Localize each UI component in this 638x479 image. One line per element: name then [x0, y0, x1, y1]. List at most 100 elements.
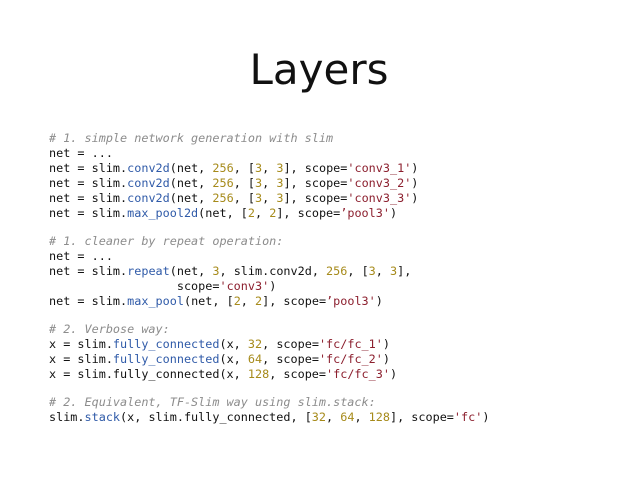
code-text: , scope= [269, 367, 327, 381]
code-text: ], scope= [283, 191, 348, 205]
code-string: 'conv3_1' [347, 161, 412, 175]
code-line: slim.stack(x, slim.fully_connected, [32,… [49, 410, 629, 425]
code-text: (x, [219, 337, 248, 351]
code-text: ], scope= [276, 206, 341, 220]
code-number: 256 [212, 176, 234, 190]
code-text: ], scope= [283, 161, 348, 175]
code-text: ) [389, 206, 398, 220]
code-number: 3 [212, 264, 220, 278]
code-number: 3 [276, 191, 284, 205]
code-string: 'conv3_2' [347, 176, 412, 190]
code-text: , [262, 191, 277, 205]
code-text: ) [382, 352, 390, 366]
code-line: net = slim.conv2d(net, 256, [3, 3], scop… [49, 191, 629, 206]
code-function: fully_connected [112, 337, 220, 351]
code-comment: # 2. Equivalent, TF-Slim way using slim.… [49, 395, 376, 409]
code-text: x = slim.fully_connected(x, [49, 367, 248, 381]
code-number: 256 [212, 191, 234, 205]
code-text: ) [411, 176, 419, 190]
code-block: # 1. simple network generation with slim… [49, 131, 629, 425]
code-blank-line [49, 382, 629, 395]
code-text: ) [389, 367, 398, 381]
code-text: (net, [169, 191, 213, 205]
code-text: , [ [233, 191, 256, 205]
code-text: , scope= [262, 337, 319, 351]
code-line: # 2. Equivalent, TF-Slim way using slim.… [49, 395, 629, 410]
code-comment: # 1. simple network generation with slim [49, 131, 334, 145]
code-number: 3 [276, 161, 284, 175]
code-line: # 2. Verbose way: [49, 322, 629, 337]
code-text: ], scope= [283, 176, 348, 190]
code-line: net = slim.conv2d(net, 256, [3, 3], scop… [49, 161, 629, 176]
code-function: fully_connected [112, 352, 220, 366]
code-function: repeat [127, 264, 170, 278]
code-line: x = slim.fully_connected(x, 32, scope='f… [49, 337, 629, 352]
code-text: net = slim. [49, 264, 128, 278]
code-line: net = slim.max_pool2d(net, [2, 2], scope… [49, 206, 629, 221]
code-line: net = slim.conv2d(net, 256, [3, 3], scop… [49, 176, 629, 191]
code-number: 64 [340, 410, 355, 424]
code-text: slim. [49, 410, 85, 424]
code-text: ) [411, 191, 419, 205]
code-function: conv2d [127, 191, 170, 205]
code-line: x = slim.fully_connected(x, 128, scope='… [49, 367, 629, 382]
code-function: max_pool [127, 294, 184, 308]
code-text: ], [397, 264, 412, 278]
code-number: 3 [276, 176, 284, 190]
code-string: ’pool3' [326, 294, 376, 308]
code-text: , [ [347, 264, 369, 278]
code-number: 32 [247, 337, 263, 351]
code-number: 3 [390, 264, 398, 278]
code-text: net = slim. [49, 206, 128, 220]
code-function: conv2d [127, 176, 170, 190]
code-line: # 1. cleaner by repeat operation: [49, 234, 629, 249]
code-line: x = slim.fully_connected(x, 64, scope='f… [49, 352, 629, 367]
code-number: 64 [247, 352, 263, 366]
code-number: 3 [255, 191, 263, 205]
code-number: 2 [255, 294, 263, 308]
code-line: net = slim.max_pool(net, [2, 2], scope=’… [49, 294, 629, 309]
code-line: scope='conv3') [49, 279, 629, 294]
code-text: ) [382, 337, 390, 351]
code-line: # 1. simple network generation with slim [49, 131, 629, 146]
code-text: ) [482, 410, 490, 424]
code-number: 3 [255, 161, 263, 175]
code-text: , [326, 410, 341, 424]
code-number: 128 [368, 410, 390, 424]
code-text: , [262, 161, 277, 175]
code-text: , [262, 176, 277, 190]
code-text: (net, [169, 176, 213, 190]
code-text: net = slim. [49, 191, 128, 205]
code-number: 256 [326, 264, 348, 278]
code-text: , scope= [262, 352, 319, 366]
code-number: 3 [368, 264, 376, 278]
slide-title: Layers [249, 45, 389, 94]
code-text: net = slim. [49, 161, 128, 175]
code-text: , [ [233, 176, 256, 190]
code-text: , [375, 264, 390, 278]
code-number: 2 [269, 206, 277, 220]
code-string: 'conv3' [219, 279, 270, 293]
code-text: ) [269, 279, 277, 293]
code-text: , [354, 410, 369, 424]
code-text: (net, [169, 264, 213, 278]
code-text: scope= [49, 279, 220, 293]
code-number: 256 [212, 161, 234, 175]
code-text: x = slim. [49, 337, 113, 351]
code-text: net = slim. [49, 294, 128, 308]
code-text: x = slim. [49, 352, 113, 366]
code-text: ) [375, 294, 383, 308]
code-text: , [255, 206, 270, 220]
code-text: net = ... [49, 146, 113, 160]
code-blank-line [49, 221, 629, 234]
code-string: 'fc/fc_3' [326, 367, 390, 381]
code-string: 'fc/fc_2' [318, 352, 383, 366]
code-text: ) [411, 161, 419, 175]
code-number: 2 [247, 206, 255, 220]
code-function: stack [84, 410, 121, 424]
code-text: (x, slim.fully_connected, [ [120, 410, 312, 424]
code-text: , [240, 294, 256, 308]
code-text: , [ [233, 161, 256, 175]
code-text: ], scope= [262, 294, 327, 308]
code-number: 3 [255, 176, 263, 190]
